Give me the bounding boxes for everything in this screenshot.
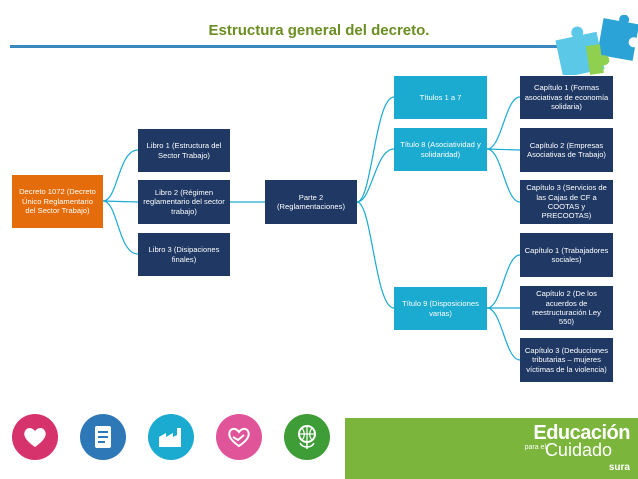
node-titulos-1-7: Títulos 1 a 7 xyxy=(394,76,487,119)
puzzle-icon xyxy=(555,15,638,75)
notebook-icon xyxy=(80,414,126,460)
node-parte-2: Parte 2 (Reglamentaciones) xyxy=(265,180,357,224)
title-rule xyxy=(10,45,565,48)
node-t8-capitulo-2: Capítulo 2 (Empresas Asociativas de Trab… xyxy=(520,128,613,172)
node-titulo-8: Título 8 (Asociatividad y solidaridad) xyxy=(394,128,487,171)
brand-logo: Educación para el Cuidado sura xyxy=(345,418,638,479)
node-libro-2: Libro 2 (Régimen reglamentario del secto… xyxy=(138,180,230,224)
brand-word-sura: sura xyxy=(608,462,630,473)
node-titulo-9: Título 9 (Disposiciones varias) xyxy=(394,287,487,330)
node-t8-capitulo-3: Capítulo 3 (Servicios de las Cajas de CF… xyxy=(520,180,613,224)
node-t9-capitulo-1: Capítulo 1 (Trabajadores sociales) xyxy=(520,233,613,277)
page-title: Estructura general del decreto. xyxy=(208,22,430,39)
brand-word-educacion: Educación xyxy=(533,422,630,444)
node-decreto-1072: Decreto 1072 (Decreto Único Reglamentari… xyxy=(12,175,103,228)
node-t9-capitulo-2: Capítulo 2 (De los acuerdos de reestruct… xyxy=(520,286,613,330)
brand-word-cuidado: Cuidado xyxy=(544,440,612,460)
node-t9-capitulo-3: Capítulo 3 (Deducciones tributarias – mu… xyxy=(520,338,613,382)
handshake-heart-icon xyxy=(216,414,262,460)
node-libro-1: Libro 1 (Estructura del Sector Trabajo) xyxy=(138,129,230,172)
globe-plant-icon xyxy=(284,414,330,460)
factory-icon xyxy=(148,414,194,460)
node-libro-3: Libro 3 (Disipaciones finales) xyxy=(138,233,230,276)
brand-word-para-el: para el xyxy=(524,444,546,451)
heart-icon xyxy=(12,414,58,460)
node-t8-capitulo-1: Capítulo 1 (Formas asociativas de econom… xyxy=(520,76,613,119)
